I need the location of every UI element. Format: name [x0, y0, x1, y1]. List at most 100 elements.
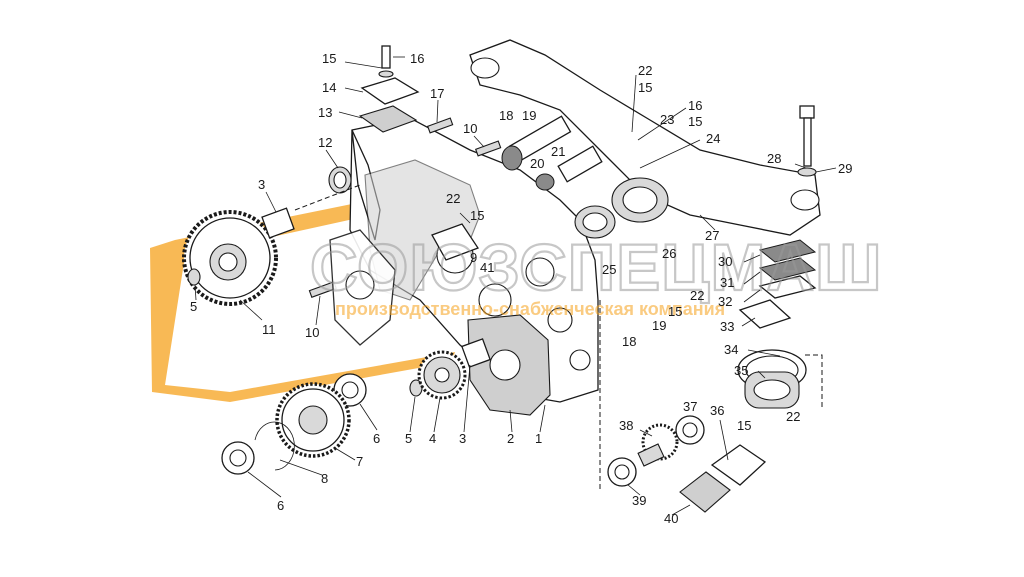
cap-14 — [360, 77, 420, 105]
watermark-brand: СОЮЗСПЕЦМАШ — [310, 230, 882, 304]
gasket-13 — [358, 105, 418, 133]
leader — [338, 111, 363, 119]
callout-3: 3 — [459, 431, 466, 446]
callout-2: 2 — [507, 431, 514, 446]
callout-28: 28 — [767, 151, 781, 166]
callout-5: 5 — [405, 431, 412, 446]
housing-bore-4 — [547, 307, 573, 333]
leader — [344, 61, 383, 69]
bushing-3a — [261, 207, 295, 239]
callout-22: 22 — [690, 288, 704, 303]
callout-3: 3 — [258, 177, 265, 192]
callout-36: 36 — [710, 403, 724, 418]
gear-4-bore — [434, 367, 450, 383]
callout-37: 37 — [683, 399, 697, 414]
callout-12: 12 — [318, 135, 332, 150]
seal-12-inner — [333, 171, 347, 189]
callout-15: 15 — [688, 114, 702, 129]
bushing-3b — [461, 338, 491, 368]
leader — [627, 484, 641, 496]
plate-31 — [758, 257, 817, 281]
leader — [279, 459, 323, 476]
callout-39: 39 — [632, 493, 646, 508]
callout-31: 31 — [720, 275, 734, 290]
gear-7-hub — [298, 405, 328, 435]
bracket-bore-inner — [622, 186, 658, 214]
callout-29: 29 — [838, 161, 852, 176]
plate-stack — [738, 239, 817, 329]
callout-5: 5 — [190, 299, 197, 314]
callout-34: 34 — [724, 342, 738, 357]
leader — [359, 403, 378, 431]
leader — [325, 149, 339, 169]
callout-4: 4 — [429, 431, 436, 446]
leader — [194, 284, 197, 301]
flange-9 — [431, 223, 479, 261]
callout-25: 25 — [602, 262, 616, 277]
callout-1: 1 — [535, 431, 542, 446]
leader — [631, 74, 637, 133]
callout-7: 7 — [356, 454, 363, 469]
leader — [509, 409, 513, 433]
callout-15: 15 — [638, 80, 652, 95]
callout-15: 15 — [470, 208, 484, 223]
bearing-37-bore — [682, 422, 698, 438]
leader — [743, 289, 761, 303]
plate-30 — [758, 239, 817, 263]
bracket-eye-left — [470, 57, 500, 79]
leader — [747, 349, 781, 357]
leader — [239, 299, 263, 321]
leader-lines — [194, 56, 837, 516]
gear-11 — [182, 210, 278, 306]
ring-5a — [187, 268, 201, 286]
axis-line-2 — [805, 354, 823, 410]
leader — [459, 212, 471, 224]
nut-18 — [501, 145, 523, 171]
callout-32: 32 — [718, 294, 732, 309]
snap-ring-8 — [254, 421, 295, 471]
callout-35: 35 — [734, 363, 748, 378]
leader — [671, 504, 691, 516]
callout-11: 11 — [262, 322, 276, 337]
bolt-28-head — [799, 105, 815, 119]
callout-19: 19 — [522, 108, 536, 123]
leader — [794, 163, 807, 169]
cover-36 — [710, 444, 767, 486]
callout-20: 20 — [530, 156, 544, 171]
plate-32 — [758, 275, 817, 299]
leader — [433, 397, 441, 433]
callout-23: 23 — [660, 112, 674, 127]
callout-27: 27 — [705, 228, 719, 243]
callout-6: 6 — [277, 498, 284, 513]
leader — [741, 317, 756, 327]
callout-17: 17 — [430, 86, 444, 101]
lower-left-set — [221, 338, 491, 475]
housing-bore-5 — [569, 349, 591, 371]
callout-21: 21 — [551, 144, 565, 159]
front-cover — [467, 314, 551, 416]
callout-33: 33 — [720, 319, 734, 334]
leader — [699, 214, 716, 231]
bearing-6b-bore — [229, 449, 247, 467]
leader — [473, 135, 485, 148]
bolt-16a — [381, 45, 391, 69]
leader — [344, 87, 364, 93]
bearing-6a-bore — [341, 381, 359, 399]
callout-40: 40 — [664, 511, 678, 526]
cover-plate-left-bore — [345, 270, 375, 300]
bolt-28-shank — [803, 117, 812, 167]
housing-bore-3 — [525, 257, 555, 287]
gasket-40 — [679, 471, 731, 513]
leader — [815, 167, 837, 173]
bracket-eye-right — [790, 189, 820, 211]
callout-41: 41 — [480, 260, 494, 275]
callout-26: 26 — [662, 246, 676, 261]
callout-24: 24 — [706, 131, 720, 146]
leader — [639, 139, 701, 169]
callout-13: 13 — [318, 105, 332, 120]
callout-14: 14 — [322, 80, 336, 95]
leader — [265, 191, 277, 213]
callout-22: 22 — [638, 63, 652, 78]
